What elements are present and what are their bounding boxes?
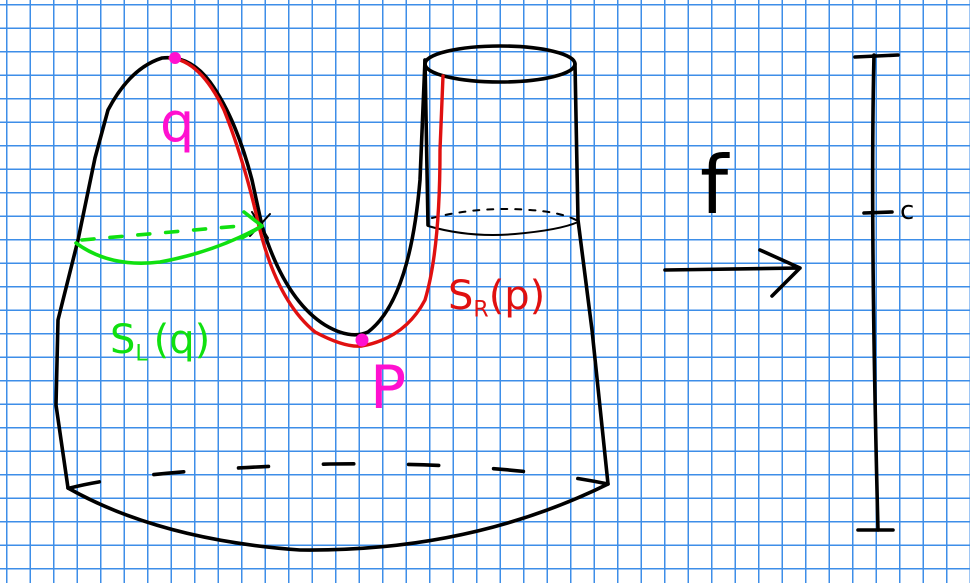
- left-level-front-arc: [74, 224, 264, 265]
- right-level-front-arc: [427, 221, 579, 236]
- left-level-arrowhead: [240, 210, 264, 240]
- right-level-back-dotted: [431, 208, 577, 221]
- map-arrow: [663, 248, 802, 298]
- right-level-set-curve: [168, 56, 445, 348]
- right-tube-right-edge: [573, 62, 610, 486]
- s-right-argument: (p): [488, 273, 546, 319]
- s-right-subscript: R: [473, 297, 489, 323]
- point-q-dot: [169, 52, 181, 64]
- bottom-front-curve: [66, 482, 610, 552]
- label-s-left: SL(q): [110, 320, 210, 366]
- s-left-subscript: L: [135, 341, 148, 367]
- label-f: f: [700, 139, 729, 232]
- interval-top-cap: [853, 53, 900, 59]
- interval-tick-c: [862, 210, 894, 215]
- s-right-main: S: [448, 273, 474, 319]
- point-p-dot: [355, 333, 369, 347]
- left-level-back-dashed: [80, 224, 242, 242]
- s-left-main: S: [110, 317, 136, 363]
- label-c: c: [900, 196, 915, 226]
- top-rim-ellipse: [423, 44, 577, 84]
- label-q: q: [160, 91, 195, 154]
- bottom-back-dashed: [68, 462, 610, 490]
- left-hump-outline: [54, 55, 427, 490]
- label-p: P: [370, 353, 407, 423]
- label-s-right: SR(p): [448, 276, 545, 322]
- left-level-set: [74, 210, 264, 265]
- s-left-argument: (q): [153, 317, 211, 363]
- interval-line: [870, 53, 880, 532]
- target-interval: [853, 53, 900, 532]
- right-tube-left-edge: [423, 58, 430, 227]
